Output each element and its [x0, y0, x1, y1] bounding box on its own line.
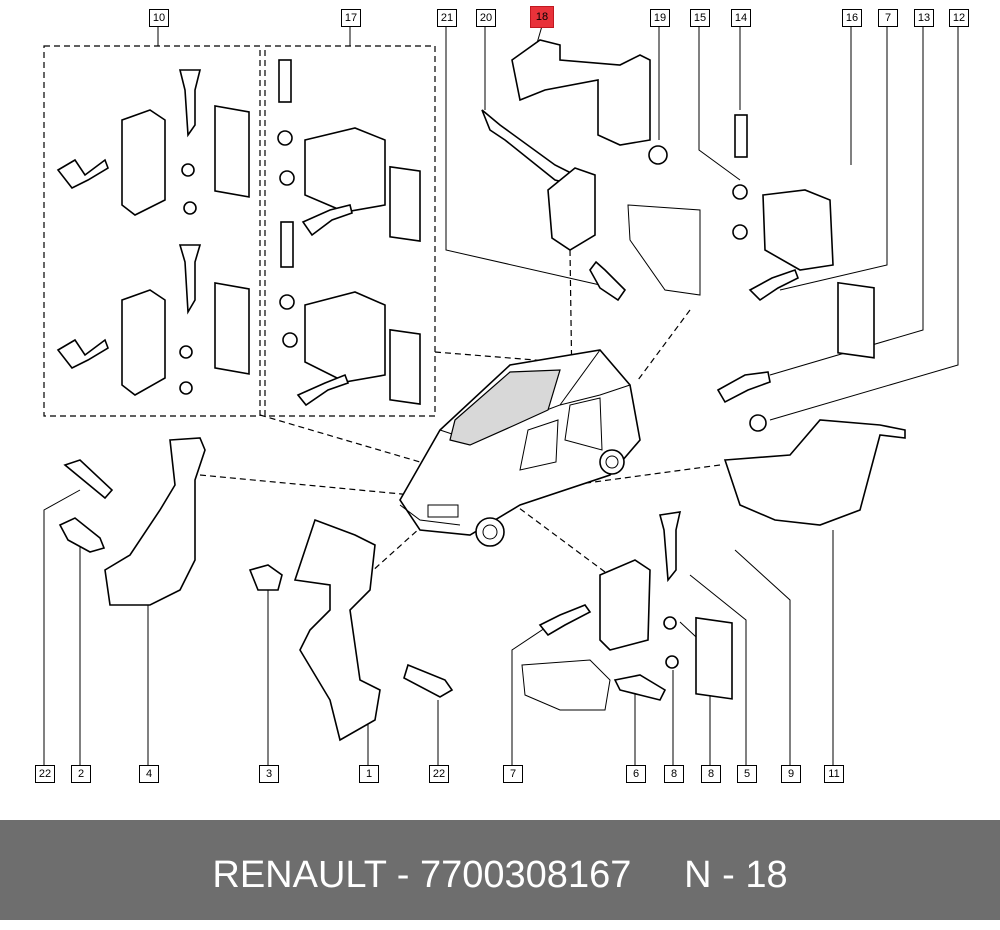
callout-8-second[interactable]: 8: [701, 765, 721, 783]
assembly-arrows: [199, 249, 721, 583]
callout-15[interactable]: 15: [690, 9, 710, 27]
group-17-parts: [277, 59, 421, 407]
callout-17[interactable]: 17: [341, 9, 361, 27]
callout-18-highlighted[interactable]: 18: [530, 6, 554, 28]
callout-21[interactable]: 21: [437, 9, 457, 27]
callout-8-first[interactable]: 8: [664, 765, 684, 783]
callout-5[interactable]: 5: [737, 765, 757, 783]
part-number-label: RENAULT - 7700308167 N - 18: [212, 854, 788, 896]
group-box-10: [43, 45, 261, 417]
callout-13[interactable]: 13: [914, 9, 934, 27]
callout-2[interactable]: 2: [71, 765, 91, 783]
group-10-parts: [56, 69, 250, 396]
callout-16[interactable]: 16: [842, 9, 862, 27]
callout-12[interactable]: 12: [949, 9, 969, 27]
callout-3[interactable]: 3: [259, 765, 279, 783]
exploded-view-drawing: [43, 25, 959, 765]
callout-7-bottom[interactable]: 7: [503, 765, 523, 783]
vehicle-illustration: [399, 349, 641, 547]
bottom-parts: [58, 437, 733, 742]
callout-22-center[interactable]: 22: [429, 765, 449, 783]
callout-7-top[interactable]: 7: [878, 9, 898, 27]
callout-6[interactable]: 6: [626, 765, 646, 783]
callout-9[interactable]: 9: [781, 765, 801, 783]
callout-4[interactable]: 4: [139, 765, 159, 783]
callout-14[interactable]: 14: [731, 9, 751, 27]
parts-diagram: 10 17 21 20 18 19 15 14 16 7 13 12 22 2 …: [35, 6, 969, 783]
callout-20[interactable]: 20: [476, 9, 496, 27]
right-parts: [716, 371, 906, 526]
callout-1[interactable]: 1: [359, 765, 379, 783]
part-info-footer: RENAULT - 7700308167 N - 18: [0, 820, 1000, 920]
callout-11[interactable]: 11: [824, 765, 844, 783]
callout-22-left[interactable]: 22: [35, 765, 55, 783]
callout-19[interactable]: 19: [650, 9, 670, 27]
top-parts: [481, 39, 875, 359]
callout-10[interactable]: 10: [149, 9, 169, 27]
leader-lines: [43, 25, 959, 765]
